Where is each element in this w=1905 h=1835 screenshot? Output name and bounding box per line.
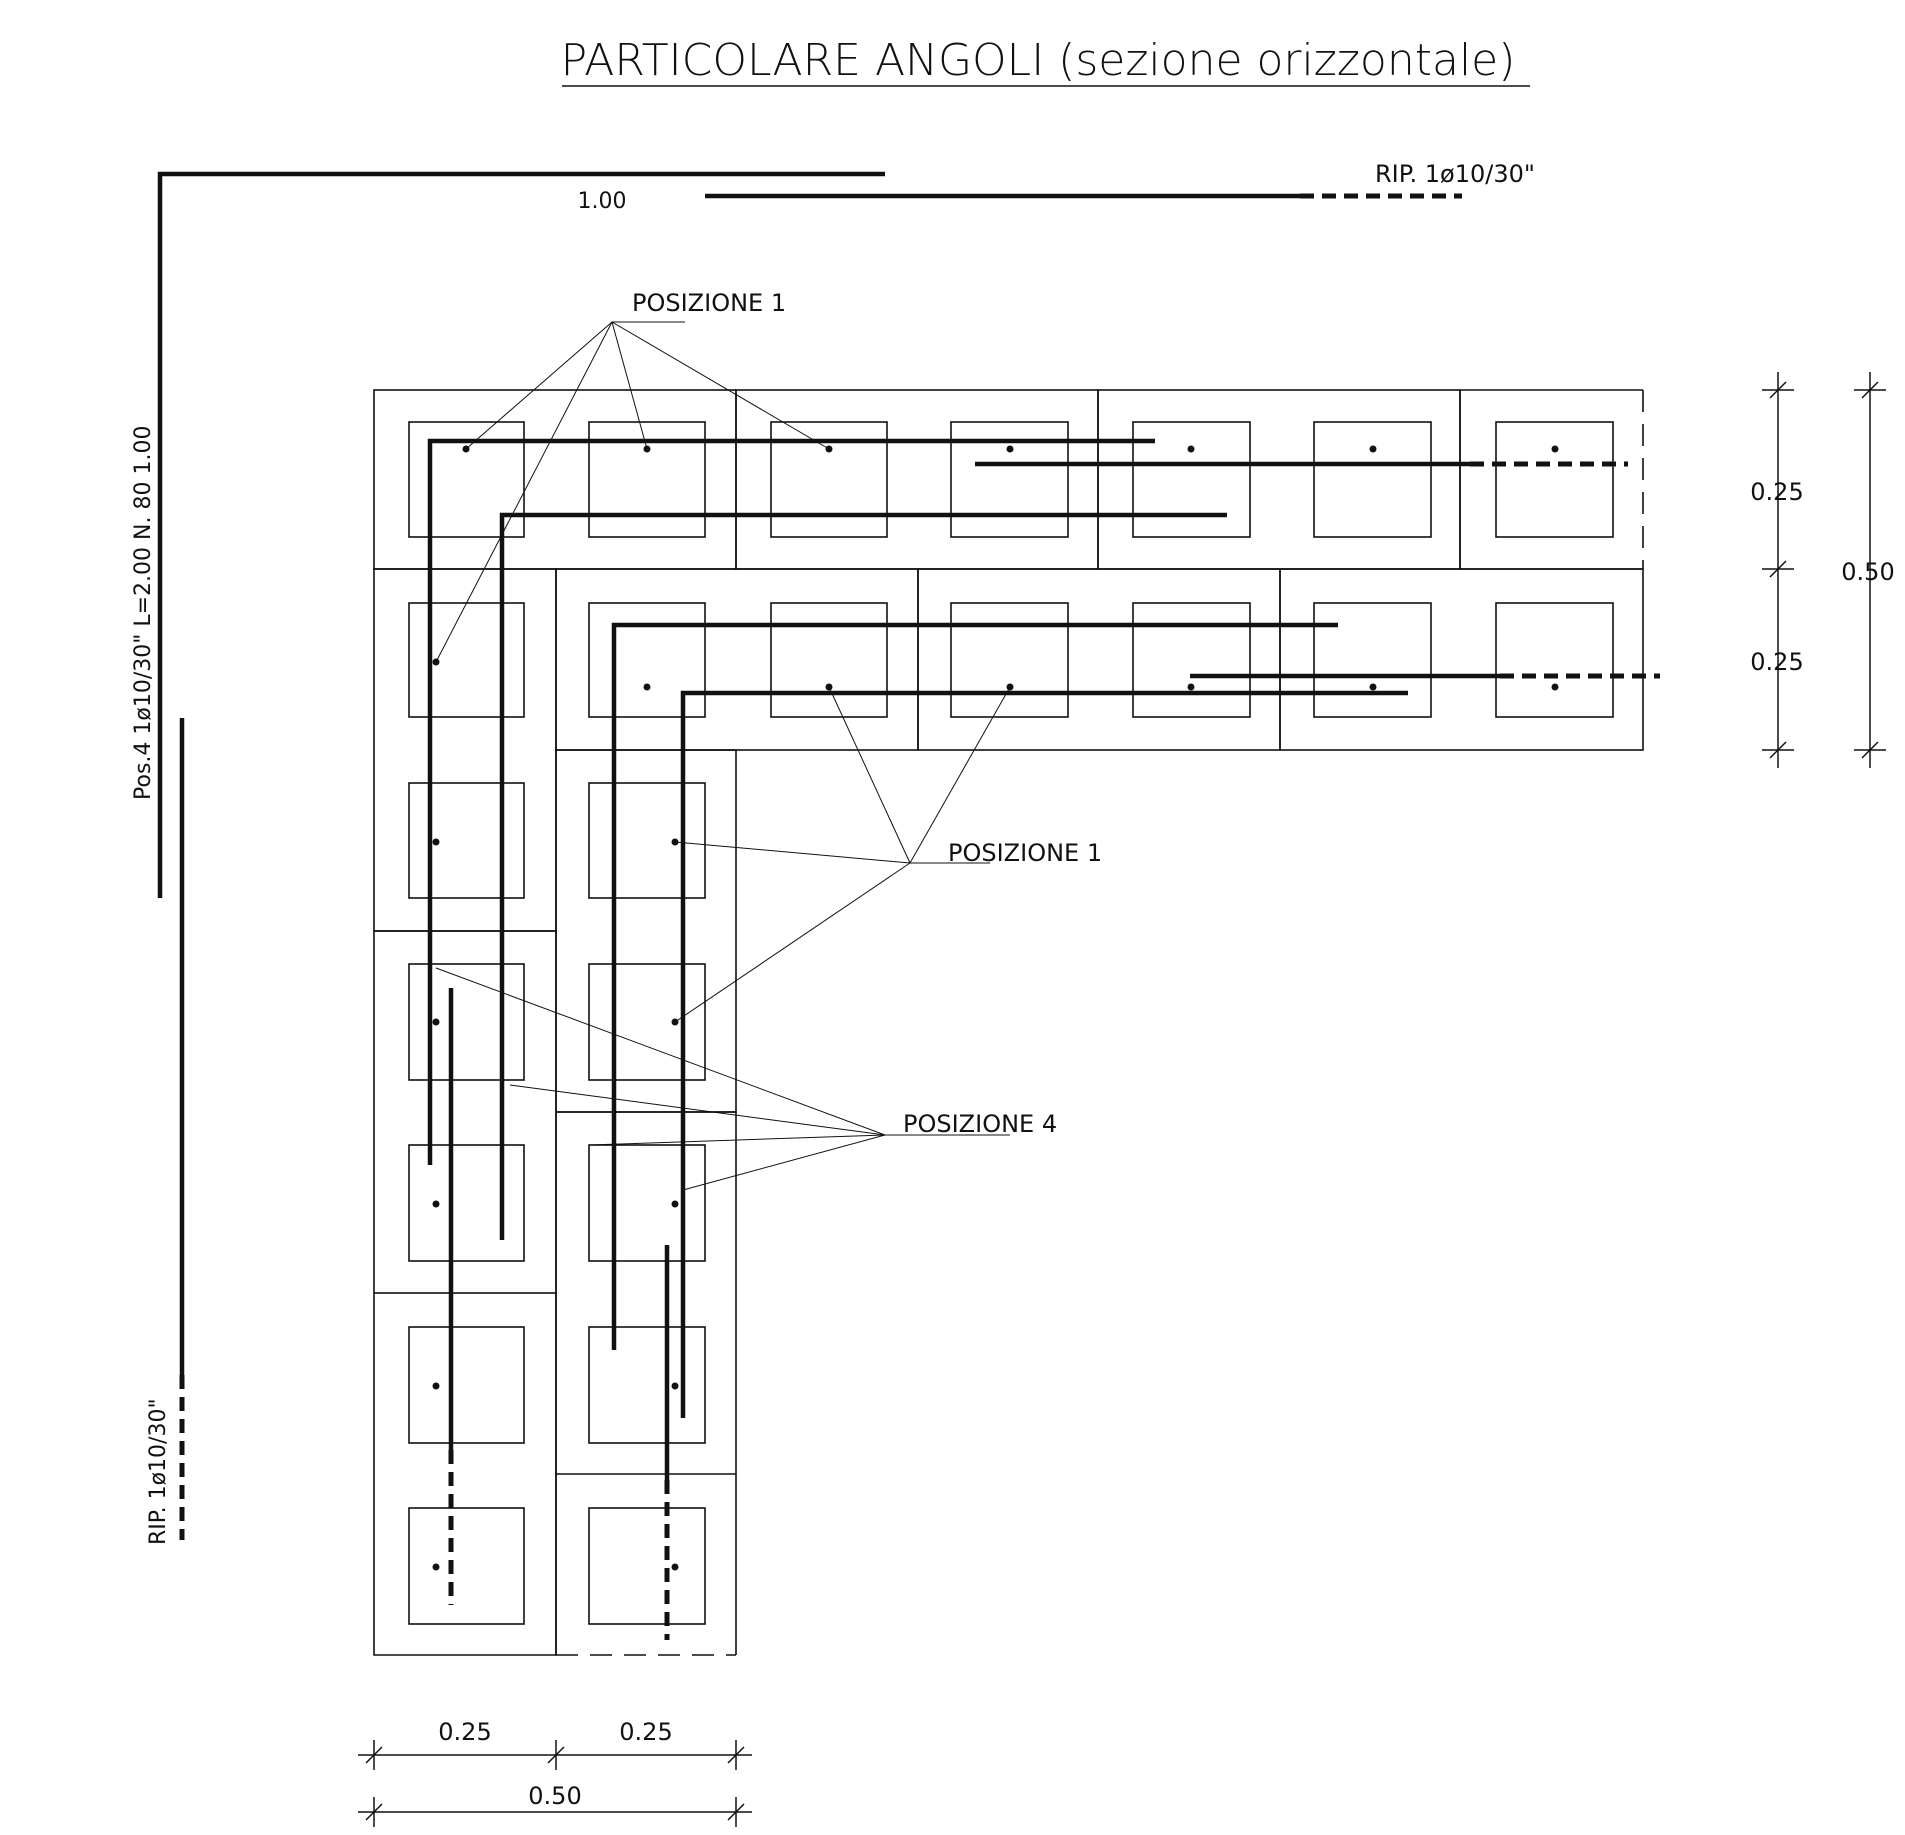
callout-pos1-top-label: POSIZIONE 1	[632, 289, 786, 317]
rip-bar-left: RIP. 1ø10/30"	[146, 718, 185, 1545]
dim-bottom-right: 0.25	[619, 1718, 672, 1746]
callout-pos4: POSIZIONE 4	[435, 967, 1057, 1191]
dimension-right: 0.25 0.25 0.50	[1750, 372, 1895, 768]
dim-right-upper: 0.25	[1750, 478, 1803, 506]
callout-pos1-mid: POSIZIONE 1	[674, 686, 1102, 1023]
rip-top-label: RIP. 1ø10/30"	[1375, 160, 1535, 188]
block-cells	[408, 421, 1614, 1625]
dim-bottom-left: 0.25	[438, 1718, 491, 1746]
dim-right-lower: 0.25	[1750, 648, 1803, 676]
dim-bottom-total: 0.50	[528, 1782, 581, 1810]
bar-dots	[432, 445, 1559, 1571]
dim-top-bar-length: 1.00	[578, 189, 627, 214]
callout-pos4-label: POSIZIONE 4	[903, 1110, 1057, 1138]
drawing-title: PARTICOLARE ANGOLI (sezione orizzontale)	[561, 35, 1516, 86]
callout-pos1-mid-label: POSIZIONE 1	[948, 839, 1102, 867]
callout-pos1-top: POSIZIONE 1	[435, 289, 830, 663]
dimension-bottom: 0.25 0.25 0.50	[358, 1718, 752, 1827]
rip-bar-top: RIP. 1ø10/30"	[705, 160, 1535, 199]
rip-left-label: RIP. 1ø10/30"	[146, 1398, 171, 1545]
block-frames	[373, 389, 1644, 1656]
rebars	[427, 438, 1660, 1640]
pos4-rebar-shape: 1.00	[157, 171, 885, 898]
pos4-vertical-label: Pos.4 1ø10/30" L=2.00 N. 80 1.00	[131, 426, 156, 800]
dim-right-total: 0.50	[1841, 558, 1894, 586]
